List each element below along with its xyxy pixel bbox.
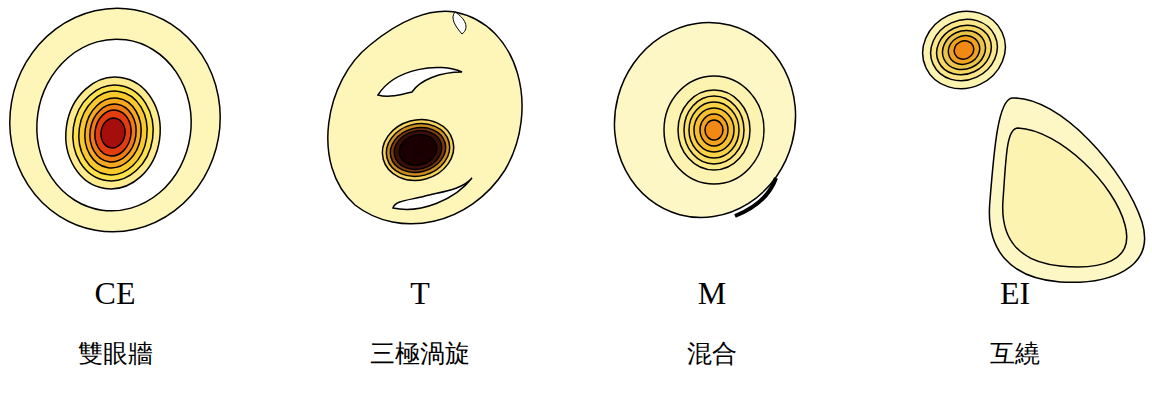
mixed-vortex [593, 2, 818, 238]
concentric-eyewall [0, 0, 238, 249]
type-code: M [698, 276, 726, 311]
tripole-vortex [328, 11, 522, 224]
type-code: CE [95, 276, 136, 311]
binary-interaction [910, 0, 1145, 282]
type-code: T [410, 276, 430, 311]
type-name: 互繞 [990, 340, 1040, 368]
type-name: 混合 [687, 340, 737, 368]
type-code: EI [1000, 276, 1030, 311]
type-name: 三極渦旋 [370, 340, 470, 368]
type-name: 雙眼牆 [78, 340, 153, 368]
